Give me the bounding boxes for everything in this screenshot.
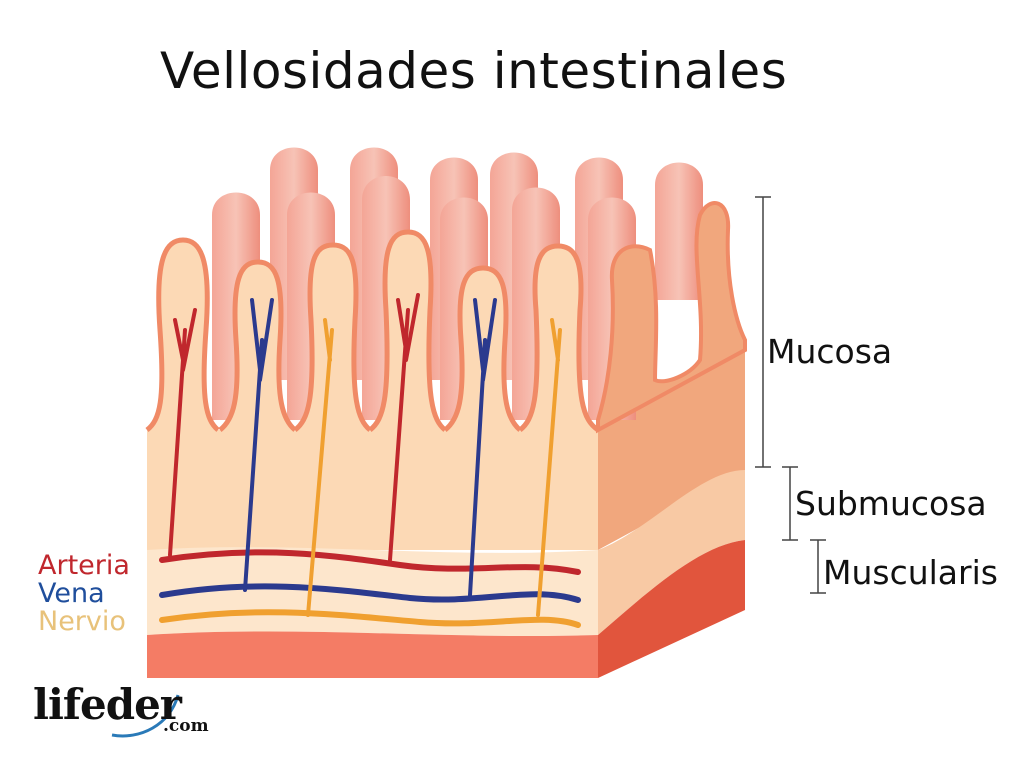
muscularis-bracket [810,539,826,594]
logo: lifeder [33,680,182,729]
artery-branch [168,308,197,557]
nerve-branch [306,318,334,617]
block-side-face [598,340,745,678]
legend-vena: Vena [38,578,105,609]
nerve-branch [536,318,562,617]
legend-arteria: Arteria [38,550,130,581]
artery-line [159,549,581,575]
legend-nervio: Nervio [38,606,126,637]
diagram-title: Vellosidades intestinales [160,42,788,100]
artery-branch [388,293,420,562]
submucosa-bracket [782,466,798,541]
vein-branch [243,298,274,592]
mucosa-front [147,430,598,550]
mucosa-bracket [755,196,771,468]
side-villus [596,201,747,434]
label-muscularis: Muscularis [823,553,998,592]
legend: Arteria Vena Nervio [38,552,130,636]
muscularis-front [147,631,598,678]
label-submucosa: Submucosa [795,484,987,523]
label-mucosa: Mucosa [767,332,893,371]
logo-suffix: .com [163,716,209,736]
nerve-line [159,609,581,628]
logo-swoosh [111,694,180,738]
vein-branch [468,298,497,597]
